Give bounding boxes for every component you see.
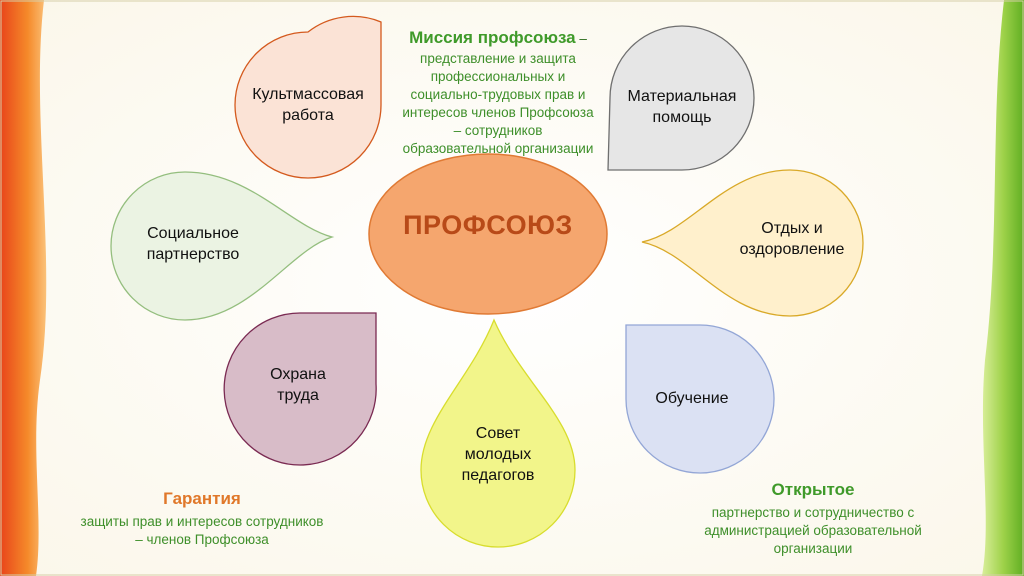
open-line: партнерство и сотрудничество с — [711, 505, 915, 520]
mission-line: социально-трудовых прав и — [410, 87, 586, 102]
petal-education — [625, 324, 775, 474]
petal-young-teachers-council — [420, 318, 576, 548]
petal-cultural-work — [234, 15, 382, 179]
mission-dash: – — [575, 31, 587, 46]
left-orange-stripe — [0, 0, 47, 576]
mission-line: профессиональных и — [430, 69, 566, 84]
mission-title: Миссия профсоюза — [409, 28, 576, 47]
center-title: ПРОФСОЮЗ — [403, 210, 573, 240]
guarantee-line: – членов Профсоюза — [135, 532, 269, 547]
mission-line: – сотрудников — [453, 123, 543, 138]
open-line: организации — [773, 541, 853, 556]
open-line: администрацией образовательной — [704, 523, 922, 538]
petal-labor-safety — [223, 312, 377, 466]
guarantee-block: Гарантия защиты прав и интересов сотрудн… — [52, 488, 352, 549]
petal-material-aid — [607, 25, 755, 171]
mission-line: представление и защита — [420, 51, 576, 66]
petal-rest-recreation — [641, 169, 864, 317]
mission-line: образовательной организации — [402, 141, 594, 156]
petal-education-label: Обучение — [655, 390, 729, 407]
open-title: Открытое — [771, 480, 855, 499]
petal-social-partnership — [110, 171, 335, 321]
mission-block: Миссия профсоюза – представление и защит… — [380, 29, 616, 158]
right-green-stripe — [982, 0, 1024, 576]
guarantee-title: Гарантия — [163, 489, 241, 508]
open-block: Открытое партнерство и сотрудничество с … — [672, 479, 954, 558]
guarantee-line: защиты прав и интересов сотрудников — [80, 514, 324, 529]
mission-line: интересов членов Профсоюза — [402, 105, 594, 120]
center-ellipse — [368, 153, 608, 315]
